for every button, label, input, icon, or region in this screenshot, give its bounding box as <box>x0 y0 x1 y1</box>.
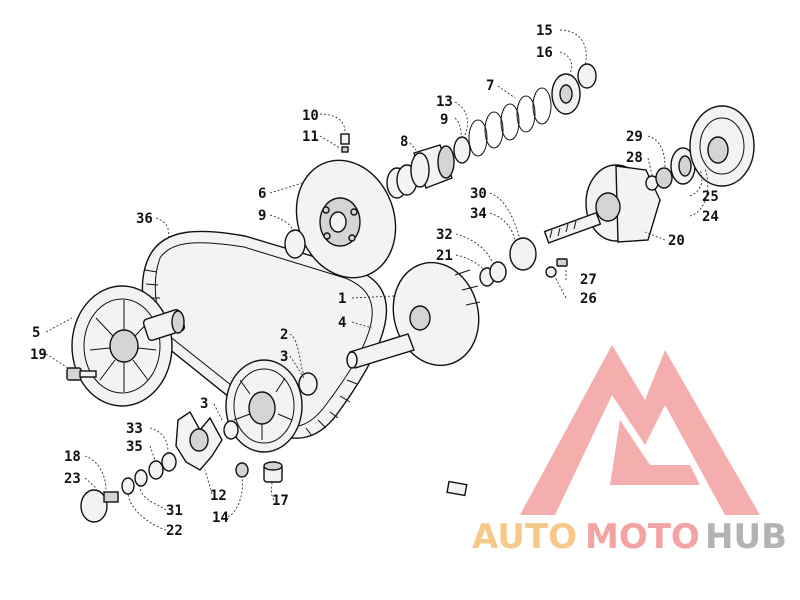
movable-sheave <box>295 159 397 279</box>
callout-5: 5 <box>32 325 40 341</box>
callout-31: 31 <box>166 503 183 519</box>
ring-35 <box>148 460 164 480</box>
callout-26: 26 <box>580 291 597 307</box>
spring-cover-16 <box>551 73 581 115</box>
callout-34: 34 <box>470 206 487 222</box>
callout-22: 22 <box>166 523 183 539</box>
ring-33 <box>161 452 177 472</box>
screw-27 <box>556 258 568 267</box>
callout-11: 11 <box>302 129 319 145</box>
callout-24: 24 <box>702 209 719 225</box>
watermark-moto: MOTO <box>585 517 700 557</box>
callout-35: 35 <box>126 439 143 455</box>
callout-28: 28 <box>626 150 643 166</box>
bearing-30 <box>509 237 537 271</box>
watermark-auto: AUTO <box>472 517 577 557</box>
callout-14: 14 <box>212 510 229 526</box>
callout-9-upper: 9 <box>440 112 448 128</box>
callout-3-lower: 3 <box>200 396 208 412</box>
callout-7: 7 <box>486 78 494 94</box>
spider-12 <box>175 410 223 471</box>
callout-13: 13 <box>436 94 453 110</box>
watermark-logo <box>520 345 760 515</box>
driven-clutch-sheave <box>71 285 186 407</box>
bolt-10 <box>340 133 350 153</box>
callout-27: 27 <box>580 272 597 288</box>
ring-22 <box>121 477 135 495</box>
bushing-13 <box>410 144 455 189</box>
washer-26 <box>545 266 557 278</box>
watermark-text: AUTO MOTO HUB <box>472 517 787 557</box>
callout-labels: 15 16 7 13 9 8 10 11 6 9 36 29 28 30 34 … <box>30 23 719 539</box>
nut-15 <box>577 63 597 89</box>
leader-lines <box>45 29 709 531</box>
callout-18: 18 <box>64 449 81 465</box>
callout-12: 12 <box>210 488 227 504</box>
callout-23: 23 <box>64 471 81 487</box>
callout-3-upper: 3 <box>280 349 288 365</box>
callout-4: 4 <box>338 315 346 331</box>
fixed-sheave-1 <box>392 261 481 367</box>
washer-3-upper <box>298 372 318 396</box>
bolt-19 <box>66 367 97 381</box>
washer-9-lower <box>284 229 306 259</box>
callout-16: 16 <box>536 45 553 61</box>
primary-clutch-2 <box>225 359 303 453</box>
washer-32 <box>489 261 507 283</box>
callout-29: 29 <box>626 129 643 145</box>
roller-14 <box>235 462 249 478</box>
bushing-17 <box>263 461 283 483</box>
callout-2: 2 <box>280 327 288 343</box>
callout-20: 20 <box>668 233 685 249</box>
callout-21: 21 <box>436 248 453 264</box>
callout-9-lower: 9 <box>258 208 266 224</box>
clutch-housing <box>689 105 755 187</box>
washer-3-lower <box>223 420 239 440</box>
callout-10: 10 <box>302 108 319 124</box>
drive-clutch-20 <box>543 164 661 244</box>
shaft-4 <box>346 333 415 369</box>
callout-8: 8 <box>400 134 408 150</box>
callout-32: 32 <box>436 227 453 243</box>
callout-17: 17 <box>272 493 289 509</box>
watermark-hub: HUB <box>705 517 787 557</box>
cap-18 <box>80 489 119 523</box>
callout-15: 15 <box>536 23 553 39</box>
spring-7 <box>468 87 552 157</box>
callout-33: 33 <box>126 421 143 437</box>
clip <box>446 480 468 497</box>
callout-30: 30 <box>470 186 487 202</box>
callout-36: 36 <box>136 211 153 227</box>
washer-9-upper <box>453 136 471 164</box>
part-29 <box>655 167 673 189</box>
callout-6: 6 <box>258 186 266 202</box>
callout-19: 19 <box>30 347 47 363</box>
bearing-25 <box>670 147 696 185</box>
callout-25: 25 <box>702 189 719 205</box>
callout-1: 1 <box>338 291 346 307</box>
ring-31 <box>134 469 148 487</box>
